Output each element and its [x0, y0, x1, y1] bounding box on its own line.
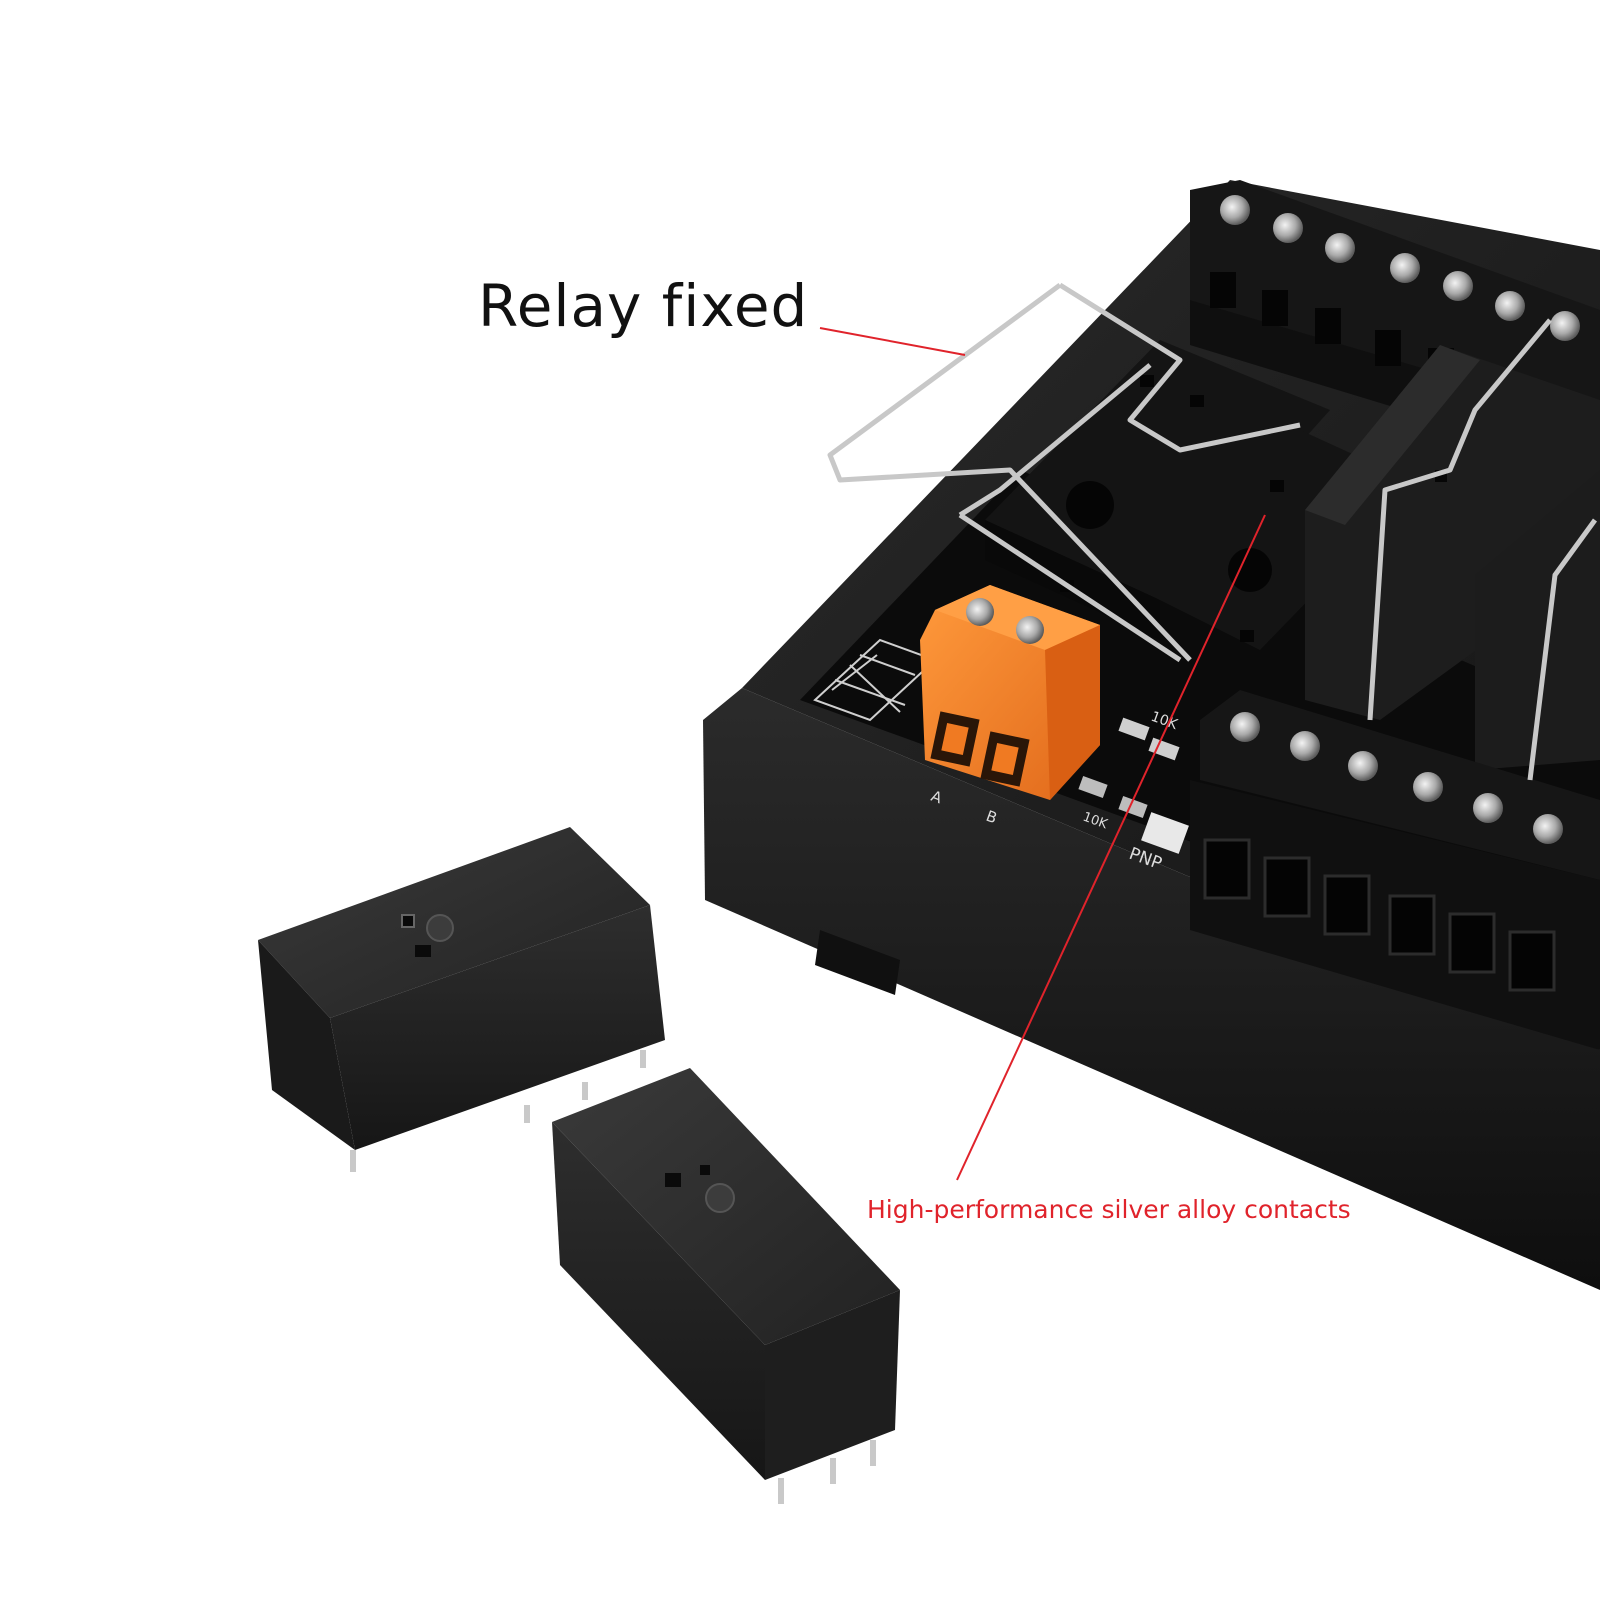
smd-components: [1078, 717, 1189, 854]
relay-top-face: [258, 827, 650, 1018]
wire-retaining-clip-icon: [827, 282, 1598, 781]
relay-pins: [778, 1440, 876, 1504]
callout-relay-fixed: Relay fixed: [478, 272, 809, 340]
screw-head-icon: [1220, 195, 1250, 225]
screw-head-icon: [1230, 712, 1260, 742]
screw-head-icon: [1348, 751, 1378, 781]
screw-head-icon: [1016, 616, 1044, 644]
relay-front-face: [258, 940, 355, 1150]
screw-head-icon: [966, 598, 994, 626]
relay-side-face: [330, 905, 665, 1150]
screw-head-icon: [1325, 233, 1355, 263]
relay-fixed-pointer: [819, 327, 966, 356]
screw-head-icon: [1290, 731, 1320, 761]
loose-relay-1: [258, 827, 665, 1172]
loose-relay-2: [552, 1068, 900, 1504]
din-rail-foot: [815, 930, 900, 995]
board-base-front: [703, 688, 1600, 1290]
callout-contacts: High-performance silver alloy contacts: [867, 1195, 1351, 1224]
screw-head-icon: [1443, 271, 1473, 301]
screw-head-icon: [1390, 253, 1420, 283]
relay-side-face: [552, 1122, 765, 1480]
screw-head-icon: [1550, 311, 1580, 341]
relay-front-face: [765, 1290, 900, 1480]
pcb-silkscreen-grid: [813, 638, 937, 722]
screw-head-icon: [1533, 814, 1563, 844]
screw-head-icon: [1495, 291, 1525, 321]
screw-head-icon: [1473, 793, 1503, 823]
relay-installed-2: [1475, 470, 1600, 770]
screw-head-icon: [1273, 213, 1303, 243]
relay-board: 10K 10K PNP A B: [703, 180, 1600, 1290]
callout-lines: [819, 327, 1266, 1181]
orange-power-terminal: [920, 585, 1100, 800]
contacts-pointer: [956, 514, 1266, 1181]
front-terminal-block: [1190, 690, 1600, 1050]
screw-head-icon: [1413, 772, 1443, 802]
relay-pins: [350, 1050, 646, 1172]
front-screw-row: [1230, 712, 1563, 844]
front-wire-slots: [1203, 838, 1556, 992]
rear-screw-row: [1220, 195, 1580, 341]
